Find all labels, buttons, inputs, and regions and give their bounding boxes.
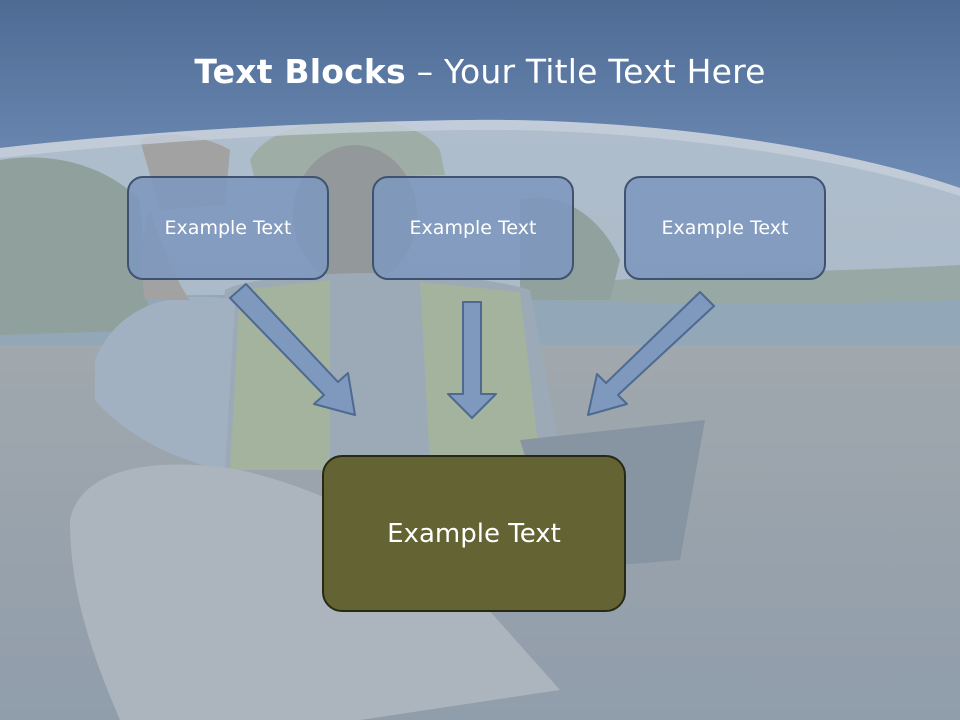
result-block: Example Text bbox=[322, 455, 626, 612]
text-block-2: Example Text bbox=[372, 176, 574, 280]
result-block-label: Example Text bbox=[387, 518, 561, 549]
text-block-3: Example Text bbox=[624, 176, 826, 280]
text-block-3-label: Example Text bbox=[661, 217, 789, 239]
slide-title: Text Blocks – Your Title Text Here bbox=[0, 52, 960, 91]
title-bold: Text Blocks bbox=[194, 52, 406, 91]
text-block-1: Example Text bbox=[127, 176, 329, 280]
arrow-down-icon bbox=[447, 301, 497, 419]
arrow-right-icon bbox=[587, 291, 715, 416]
text-block-1-label: Example Text bbox=[164, 217, 292, 239]
text-block-2-label: Example Text bbox=[409, 217, 537, 239]
arrow-left-icon bbox=[229, 283, 356, 416]
title-rest: – Your Title Text Here bbox=[405, 52, 766, 91]
